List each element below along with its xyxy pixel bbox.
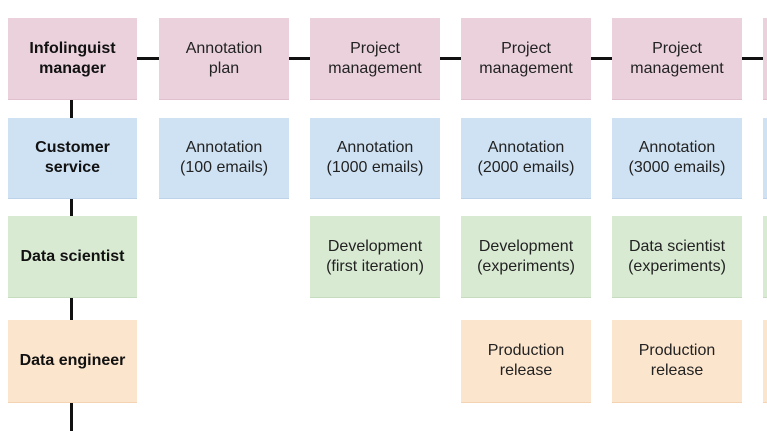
role-data-engineer: Data engineer — [8, 320, 137, 403]
role-connector-line-3 — [70, 298, 73, 320]
task-data-scientist-experiments: Data scientist (experiments) — [612, 216, 742, 298]
role-customer-service: Customer service — [8, 118, 137, 199]
task-label-line: (100 emails) — [179, 159, 269, 176]
task-label-line: Production — [487, 342, 565, 359]
task-annotation-1000-emails: Annotation (1000 emails) — [310, 118, 440, 199]
task-production-release: Production release — [461, 320, 591, 403]
role-connector-line-1 — [70, 100, 73, 118]
task-box-partial — [763, 320, 767, 403]
task-label-line: management — [630, 59, 724, 77]
task-box-partial — [763, 18, 767, 100]
role-label-line: service — [44, 159, 101, 176]
task-label-line: Annotation — [487, 139, 565, 156]
task-label-line: (experiments) — [628, 257, 726, 275]
task-label-line: Development — [327, 237, 423, 255]
task-label-line: release — [499, 362, 553, 379]
task-label-line: Production — [638, 342, 716, 359]
task-annotation-100-emails: Annotation (100 emails) — [159, 118, 289, 199]
role-label-line: Data scientist — [20, 247, 125, 265]
role-label-line: manager — [39, 59, 106, 77]
task-project-management: Project management — [612, 18, 742, 100]
task-annotation-plan: Annotation plan — [159, 18, 289, 100]
task-label-line: Annotation — [638, 139, 716, 156]
role-label-line: Customer — [35, 139, 110, 156]
role-label-line: Data engineer — [19, 352, 126, 369]
task-project-management: Project management — [461, 18, 591, 100]
task-label-line: Annotation — [185, 39, 263, 57]
task-label-line: Project — [652, 39, 702, 57]
task-label-line: plan — [208, 59, 240, 77]
task-annotation-3000-emails: Annotation (3000 emails) — [612, 118, 742, 199]
task-label-line: Project — [501, 39, 551, 57]
task-label-line: release — [650, 362, 704, 379]
task-label-line: Development — [478, 237, 574, 255]
task-annotation-2000-emails: Annotation (2000 emails) — [461, 118, 591, 199]
task-label-line: (2000 emails) — [477, 159, 575, 176]
manager-connector-line — [136, 57, 767, 60]
task-development-first-iteration: Development (first iteration) — [310, 216, 440, 298]
role-infolinguist-manager: Infolinguist manager — [8, 18, 137, 100]
role-data-scientist: Data scientist — [8, 216, 137, 298]
task-label-line: (first iteration) — [326, 257, 424, 275]
task-box-partial — [763, 118, 767, 199]
task-label-line: Annotation — [336, 139, 414, 156]
task-label-line: management — [479, 59, 573, 77]
task-box-partial — [763, 216, 767, 298]
task-label-line: (3000 emails) — [628, 159, 726, 176]
task-label-line: Project — [350, 39, 400, 57]
task-label-line: Annotation — [185, 139, 263, 156]
task-label-line: management — [328, 59, 422, 77]
task-label-line: (1000 emails) — [326, 159, 424, 176]
role-connector-line-4 — [70, 403, 73, 431]
task-label-line: Data scientist — [628, 237, 726, 255]
role-label-line: Infolinguist — [29, 39, 116, 57]
role-connector-line-2 — [70, 199, 73, 216]
task-production-release: Production release — [612, 320, 742, 403]
task-development-experiments: Development (experiments) — [461, 216, 591, 298]
task-label-line: (experiments) — [477, 257, 575, 275]
task-project-management: Project management — [310, 18, 440, 100]
